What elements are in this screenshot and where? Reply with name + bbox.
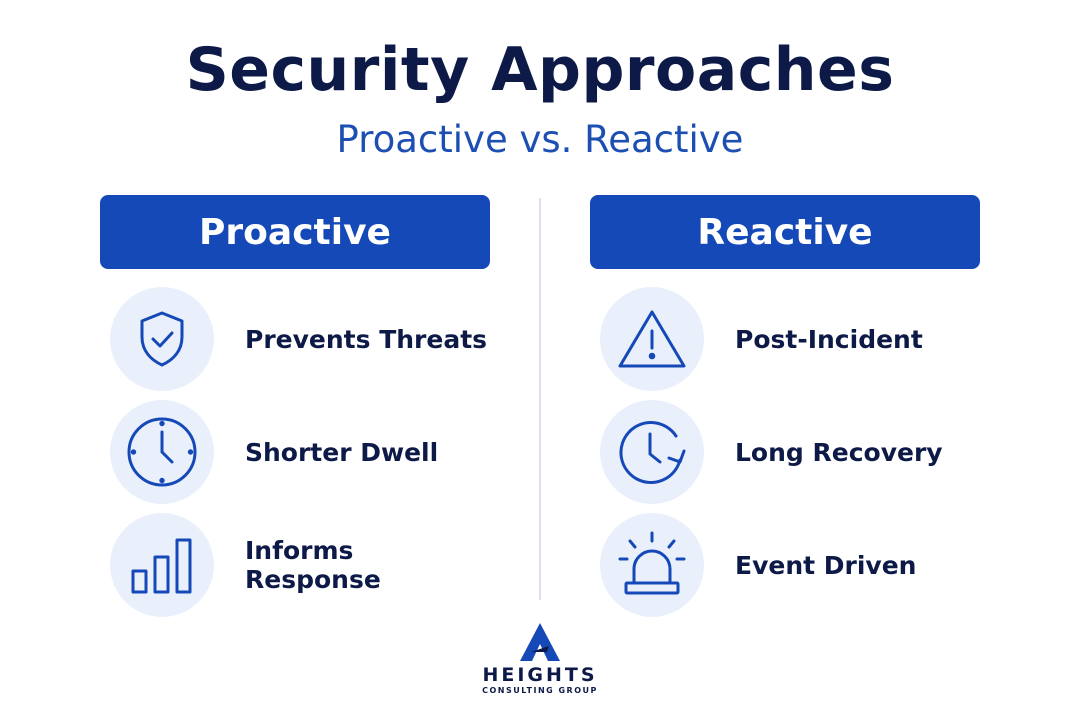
item-label: Long Recovery bbox=[735, 437, 943, 467]
alarm-siren-icon bbox=[618, 531, 686, 595]
shield-check-icon bbox=[140, 311, 184, 367]
icon-circle bbox=[600, 400, 704, 504]
item-label: Event Driven bbox=[735, 550, 917, 580]
list-item: Prevents Threats bbox=[100, 287, 490, 391]
icon-circle bbox=[110, 287, 214, 391]
proactive-header: Proactive bbox=[100, 195, 490, 269]
list-item: Event Driven bbox=[590, 513, 980, 617]
proactive-column: Proactive Prevents Threats Shorter Dwell bbox=[100, 195, 490, 617]
page-subtitle: Proactive vs. Reactive bbox=[336, 118, 744, 161]
list-item: Post-Incident bbox=[590, 287, 980, 391]
bar-chart-icon bbox=[131, 538, 192, 594]
list-item: Long Recovery bbox=[590, 400, 980, 504]
item-label: Informs Response bbox=[245, 536, 381, 594]
icon-circle bbox=[110, 513, 214, 617]
list-item: Informs Response bbox=[100, 513, 490, 617]
item-label: Prevents Threats bbox=[245, 324, 488, 354]
page-title: Security Approaches bbox=[185, 35, 895, 105]
logo-name: HEIGHTS bbox=[482, 664, 598, 686]
icon-circle bbox=[600, 287, 704, 391]
clock-refresh-icon bbox=[619, 421, 686, 484]
clock-icon bbox=[127, 417, 197, 487]
heights-logo-icon bbox=[520, 623, 560, 661]
column-divider bbox=[539, 198, 541, 600]
item-label: Post-Incident bbox=[735, 324, 923, 354]
item-label: Shorter Dwell bbox=[245, 437, 439, 467]
list-item: Shorter Dwell bbox=[100, 400, 490, 504]
reactive-column: Reactive Post-Incident Long Recovery bbox=[590, 195, 980, 617]
icon-circle bbox=[110, 400, 214, 504]
reactive-header: Reactive bbox=[590, 195, 980, 269]
company-logo: HEIGHTS CONSULTING GROUP bbox=[0, 622, 1080, 696]
logo-tagline: CONSULTING GROUP bbox=[482, 686, 598, 695]
warning-triangle-icon bbox=[618, 310, 686, 368]
icon-circle bbox=[600, 513, 704, 617]
